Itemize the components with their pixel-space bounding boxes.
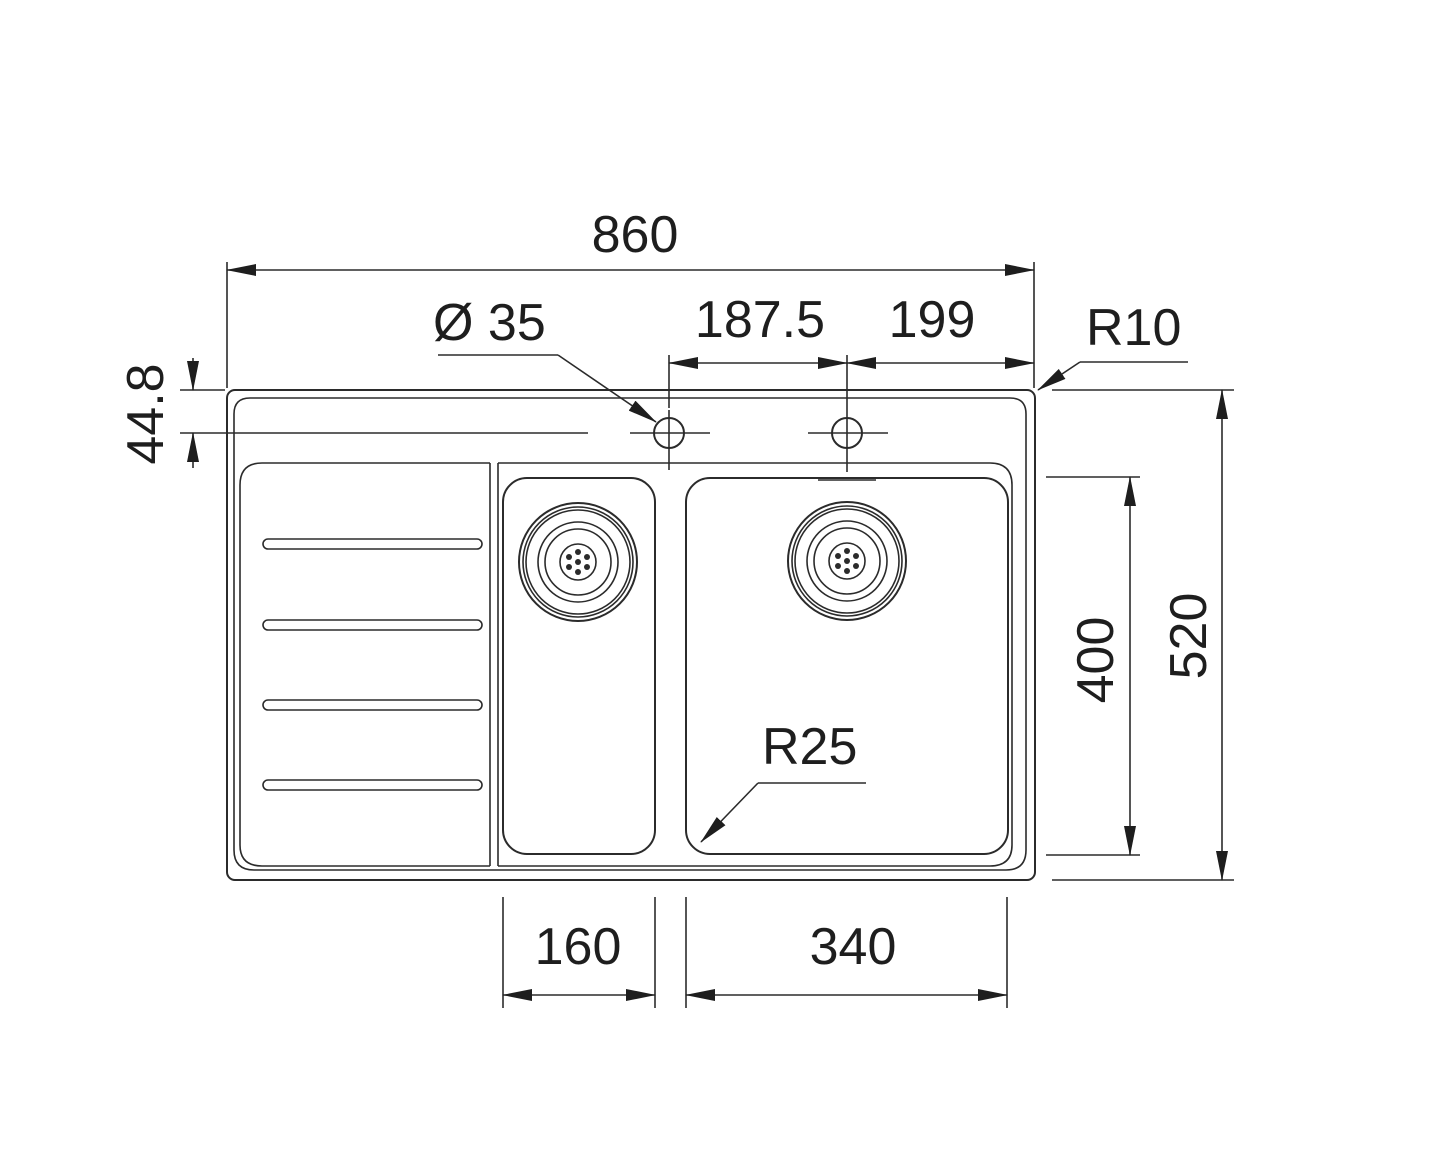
drainer-groove-1 [262,538,483,550]
dim-hole-diameter: Ø 35 [433,294,657,423]
dim-inner-radius-label: R25 [762,718,857,776]
drainer-groove-2 [262,619,483,631]
dim-tap-to-edge-label: 199 [889,291,976,349]
dim-bowl-depth-label: 400 [1067,617,1125,704]
dim-corner-radius: R10 [1037,299,1188,391]
dim-large-bowl-width: 340 [685,897,1008,1008]
large-bowl [685,477,1009,855]
dim-inner-radius: R25 [700,718,866,843]
dim-hole-diameter-label: Ø 35 [433,294,546,352]
dim-overall-width: 860 [226,206,1035,388]
tap-hole-left [630,410,710,470]
dim-large-bowl-width-label: 340 [810,918,897,976]
dim-overall-depth: 520 [1052,389,1234,881]
drainer-board [239,462,1013,867]
dim-tap-spacing-label: 187.5 [695,291,825,349]
large-bowl-drain [787,501,907,621]
bowls-recess [498,462,1013,867]
dim-rim-offset: 44.8 [117,358,588,468]
drainer-outline [239,462,490,867]
sink-inner-rim [233,397,1027,871]
dim-rim-offset-label: 44.8 [117,363,175,464]
drainer-groove-4 [262,779,483,791]
drainer-groove-3 [262,699,483,711]
dim-small-bowl-width: 160 [502,897,656,1008]
sink-outer-edge [226,389,1036,881]
tap-hole-right [808,355,888,481]
dim-tap-to-edge: 199 [846,291,1035,369]
dim-corner-radius-label: R10 [1086,299,1181,357]
dim-overall-width-label: 860 [592,206,679,264]
drain-grate-holes [566,549,590,575]
drain-grate-holes [835,548,859,574]
small-bowl [502,477,656,855]
dim-bowl-depth: 400 [1046,476,1140,856]
small-bowl-drain [518,502,638,622]
dim-tap-spacing: 187.5 [668,291,848,408]
dim-small-bowl-width-label: 160 [535,918,622,976]
sink-outline [226,389,1036,881]
dim-overall-depth-label: 520 [1160,593,1218,680]
